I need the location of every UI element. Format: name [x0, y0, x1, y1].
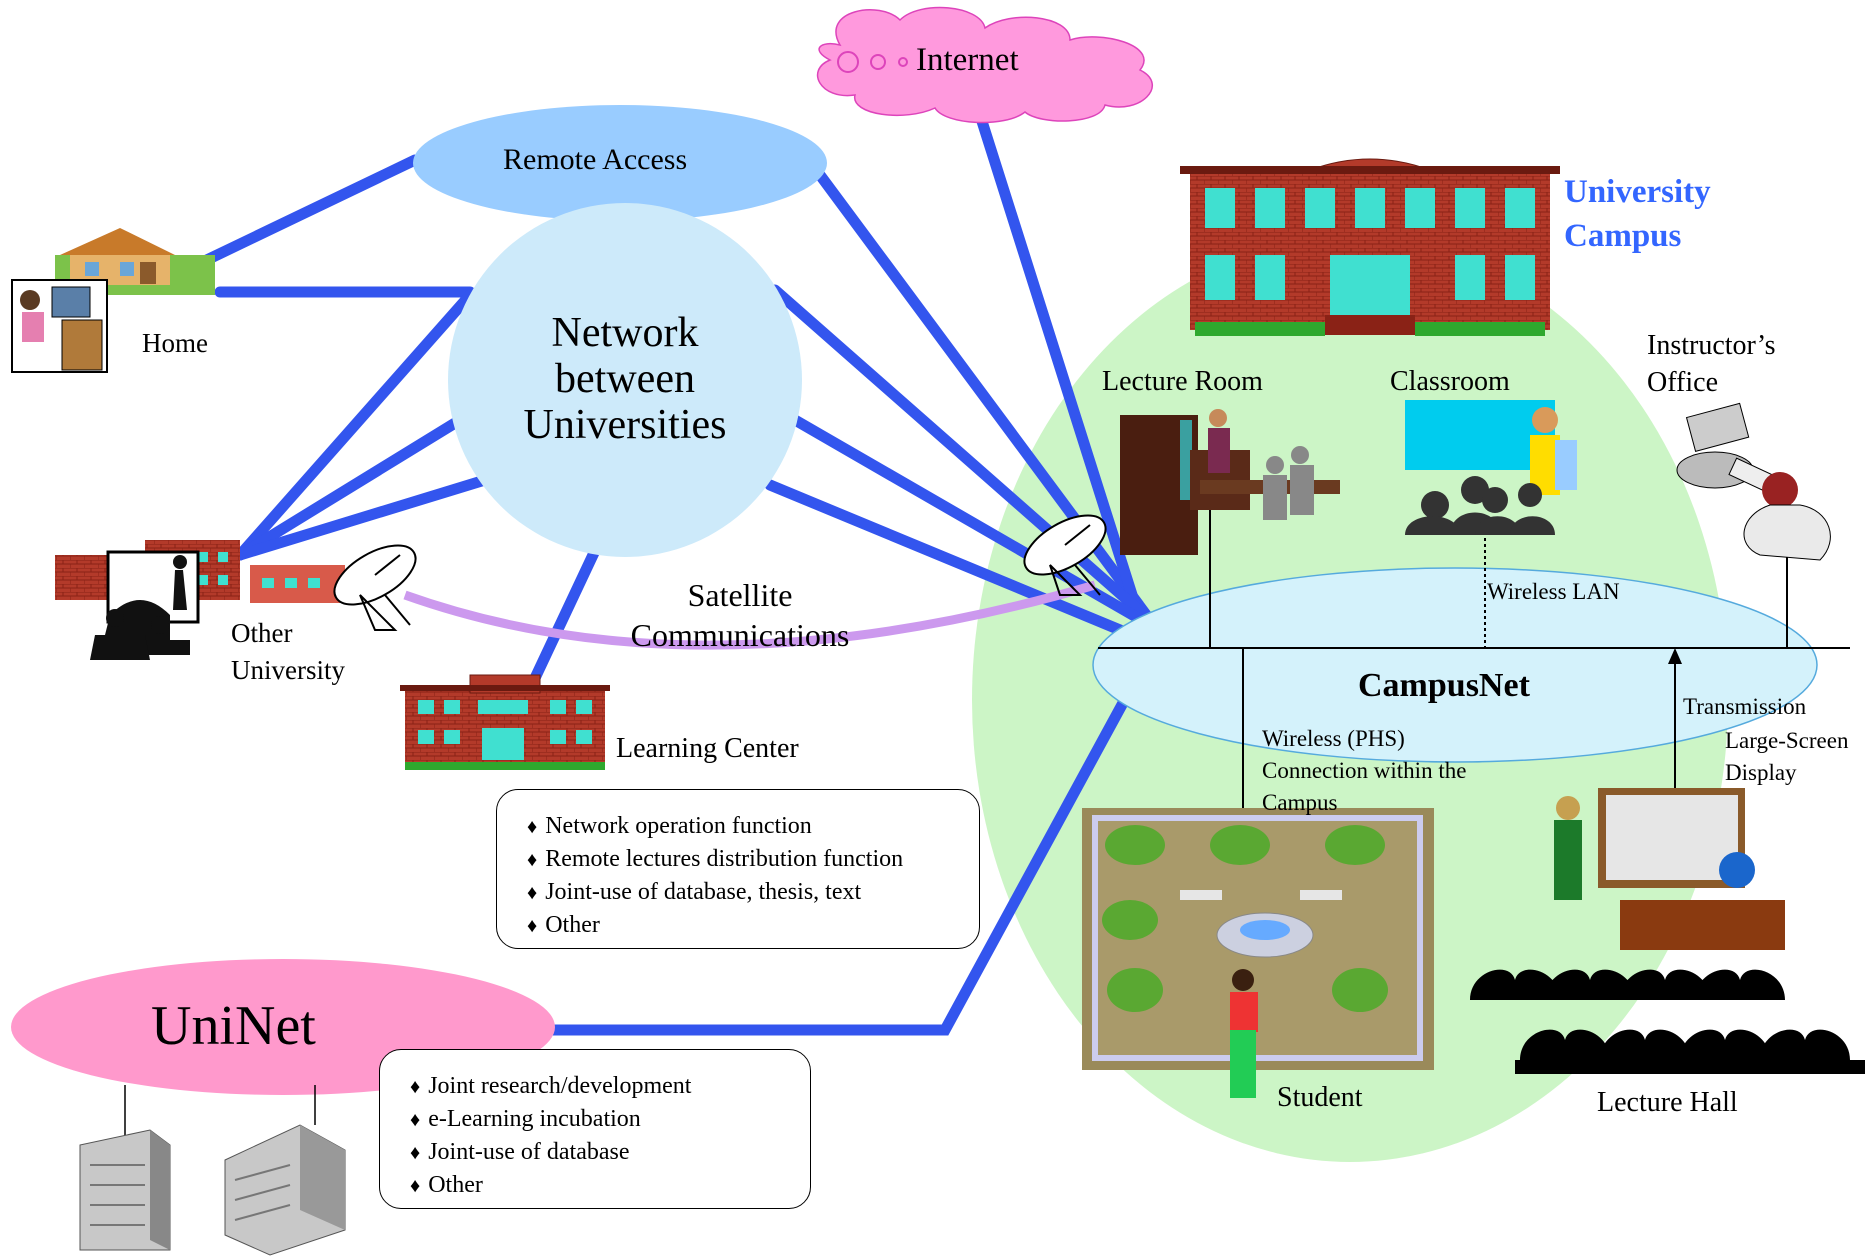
remote-access-ellipse [413, 105, 827, 221]
instructors-office-label: Instructor’s Office [1647, 327, 1776, 401]
instructors-office-line-1: Instructor’s [1647, 330, 1776, 361]
large-screen-display-label: Large-Screen Display [1725, 725, 1848, 789]
satellite-line-1: Satellite [687, 577, 793, 613]
network-between-universities-circle [448, 203, 802, 557]
other-university-icon [55, 540, 345, 660]
university-campus-label: University Campus [1564, 170, 1711, 258]
satellite-dish-left [333, 544, 417, 631]
list-item: Network operation function [527, 810, 979, 843]
link-other-network-3 [234, 474, 491, 561]
other-university-label: Other University [231, 615, 345, 689]
learning-center-building [400, 674, 610, 770]
large-screen-line-2: Display [1725, 760, 1797, 785]
list-item: Other [410, 1169, 810, 1202]
large-screen-line-1: Large-Screen [1725, 728, 1849, 753]
courtyard-illustration [1082, 808, 1434, 1070]
internet-label: Internet [916, 42, 1019, 78]
wireless-phs-line-3: Campus [1262, 790, 1338, 815]
classroom-illustration [1405, 400, 1577, 535]
list-item: Joint-use of database [410, 1136, 810, 1169]
link-network-campus-3 [764, 479, 1126, 636]
network-line-2: between [555, 356, 695, 402]
student-label: Student [1277, 1082, 1363, 1113]
instructors-office-illustration [1676, 402, 1831, 561]
link-uninet-campus [544, 684, 1136, 1036]
uninet-server-2 [224, 1124, 346, 1256]
student-figure [1230, 969, 1258, 1098]
lecture-hall-label: Lecture Hall [1597, 1087, 1738, 1118]
uninet-server-1 [79, 1129, 171, 1251]
transmission-label: Transmission [1683, 694, 1807, 719]
internet-cloud [817, 6, 1154, 124]
satellite-arc [403, 580, 1097, 650]
list-item: Other [527, 909, 979, 942]
satellite-line-2: Communications [630, 617, 850, 653]
university-campus-line-1: University [1564, 174, 1711, 210]
link-other-network-1 [234, 289, 476, 561]
campus-main-building [1180, 158, 1560, 336]
uninet-functions-box: Joint research/development e-Learning in… [379, 1049, 811, 1209]
list-item: Remote lectures distribution function [527, 843, 979, 876]
cloud-bubbles [837, 51, 908, 73]
satellite-label: Satellite Communications [600, 575, 880, 655]
campusnet-ellipse [1092, 567, 1818, 763]
lecture-hall-illustration [1470, 788, 1865, 1074]
campus-wiring [1098, 500, 1850, 820]
other-university-line-2: University [231, 655, 345, 685]
link-home-remote [184, 154, 421, 274]
list-item: Joint research/development [410, 1070, 810, 1103]
learning-center-functions-box: Network operation function Remote lectur… [496, 789, 980, 949]
uninet-label: UniNet [151, 995, 316, 1057]
remote-access-label: Remote Access [503, 143, 688, 176]
satellite-dish-right [1023, 514, 1107, 596]
list-item: e-Learning incubation [410, 1103, 810, 1136]
instructors-office-line-2: Office [1647, 367, 1718, 398]
link-internet-campus [974, 109, 1146, 626]
wireless-phs-line-1: Wireless (PHS) [1262, 726, 1405, 751]
transmission-arrow [1668, 648, 1682, 664]
university-campus-line-2: Campus [1564, 218, 1682, 254]
campusnet-label: CampusNet [1358, 667, 1530, 704]
home-icon [11, 228, 215, 373]
lecture-room-illustration [1120, 409, 1340, 555]
lecture-room-label: Lecture Room [1102, 366, 1263, 397]
home-label: Home [142, 328, 208, 358]
wireless-phs-line-2: Connection within the [1262, 758, 1467, 783]
network-line-1: Network [551, 310, 699, 356]
link-other-network-2 [234, 414, 466, 561]
network-line-3: Universities [523, 402, 727, 448]
list-item: Joint-use of database, thesis, text [527, 876, 979, 909]
network-between-universities-label: Network between Universities [470, 310, 780, 448]
classroom-label: Classroom [1390, 366, 1510, 397]
learning-center-label: Learning Center [616, 733, 799, 764]
wireless-phs-label: Wireless (PHS) Connection within the Cam… [1262, 723, 1466, 819]
other-university-line-1: Other [231, 618, 293, 648]
link-network-campus-1 [769, 284, 1156, 626]
wireless-lan-label: Wireless LAN [1487, 579, 1620, 604]
